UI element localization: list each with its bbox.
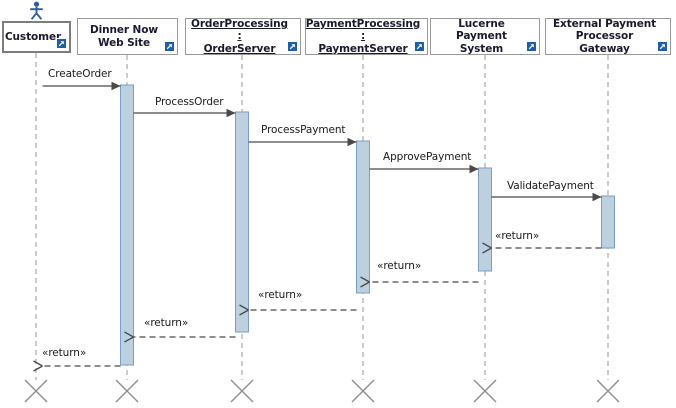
message-label-return: «return» bbox=[495, 230, 540, 242]
lifeline-header-paymentserver[interactable]: PaymentProcessing :PaymentServer bbox=[305, 18, 428, 55]
message-call-2 bbox=[248, 137, 357, 147]
message-label-return: «return» bbox=[144, 317, 189, 329]
lifeline-end-marker-paymentserver bbox=[351, 379, 375, 403]
message-call-3 bbox=[369, 164, 479, 174]
message-return-9 bbox=[33, 360, 121, 372]
shortcut-arrow-icon[interactable] bbox=[56, 38, 67, 49]
message-return-8 bbox=[124, 331, 236, 343]
message-label-approvepayment: ApprovePayment bbox=[383, 151, 472, 163]
message-return-7 bbox=[239, 304, 357, 316]
message-label-return: «return» bbox=[42, 347, 87, 359]
message-return-5 bbox=[482, 242, 602, 254]
message-label-return: «return» bbox=[258, 289, 303, 301]
shortcut-arrow-icon[interactable] bbox=[526, 41, 537, 52]
message-label-createorder: CreateOrder bbox=[48, 68, 112, 80]
actor-icon-customer bbox=[28, 1, 45, 24]
message-label-processpayment: ProcessPayment bbox=[261, 124, 346, 136]
message-label-processorder: ProcessOrder bbox=[155, 96, 224, 108]
lifeline-header-customer[interactable]: Customer bbox=[2, 21, 71, 53]
activation-bar-website bbox=[120, 84, 134, 366]
shortcut-arrow-icon[interactable] bbox=[287, 41, 298, 52]
lifeline-header-orderserver[interactable]: OrderProcessing :OrderServer bbox=[185, 18, 301, 55]
activation-bar-paymentserver bbox=[356, 140, 370, 294]
lifeline-label-paymentserver: PaymentProcessing :PaymentServer bbox=[305, 17, 421, 55]
message-label-return: «return» bbox=[377, 260, 422, 272]
lifeline-end-marker-gateway bbox=[596, 379, 620, 403]
activation-bar-lucerne bbox=[478, 167, 492, 272]
message-call-1 bbox=[133, 108, 236, 118]
shortcut-arrow-icon[interactable] bbox=[657, 41, 668, 52]
message-call-4 bbox=[491, 192, 602, 202]
lifeline-label-orderserver: OrderProcessing :OrderServer bbox=[191, 17, 288, 55]
message-call-0 bbox=[42, 81, 121, 91]
lifeline-end-marker-customer bbox=[24, 379, 48, 403]
lifeline-end-marker-orderserver bbox=[230, 379, 254, 403]
message-label-validatepayment: ValidatePayment bbox=[507, 180, 594, 192]
activation-bar-gateway bbox=[601, 195, 615, 249]
lifeline-end-marker-lucerne bbox=[473, 379, 497, 403]
shortcut-arrow-icon[interactable] bbox=[414, 41, 425, 52]
activation-bar-orderserver bbox=[235, 111, 249, 333]
lifeline-label-customer: Customer bbox=[4, 30, 62, 43]
lifeline-end-marker-website bbox=[115, 379, 139, 403]
shortcut-arrow-icon[interactable] bbox=[164, 41, 175, 52]
message-return-6 bbox=[360, 276, 479, 288]
